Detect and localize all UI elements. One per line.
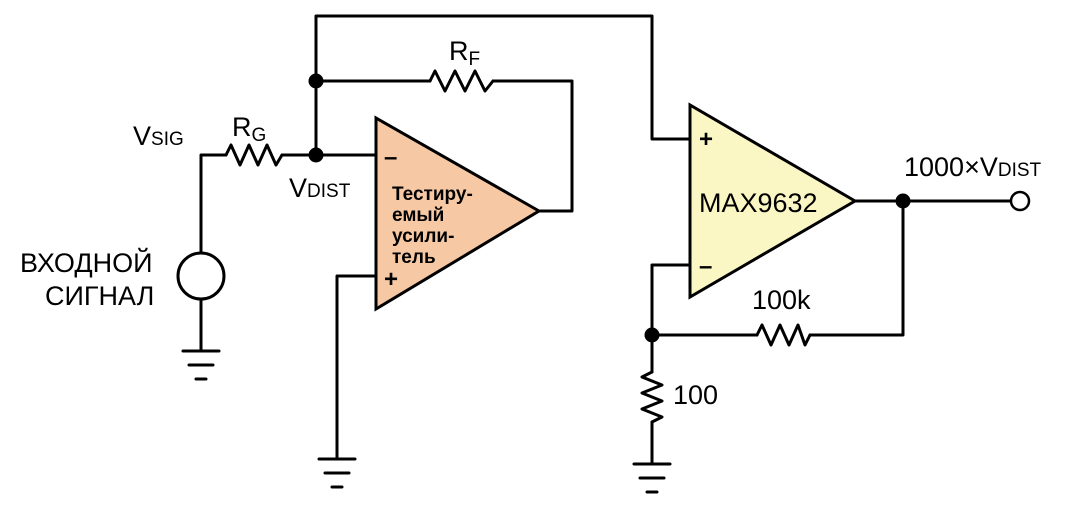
max9632-opamp xyxy=(688,102,858,300)
resistor-rg xyxy=(224,143,284,167)
junction-dot-rf xyxy=(308,73,324,89)
ground-icon-source xyxy=(181,349,221,381)
junction-dot-feedback xyxy=(644,327,660,343)
label-input-line1: ВХОДНОЙ xyxy=(20,247,153,278)
wire-source-top xyxy=(199,153,228,254)
amp-name-label: MAX9632 xyxy=(699,188,818,218)
resistor-rf xyxy=(428,69,495,93)
dut-label-line1: Тестиру- xyxy=(392,184,473,205)
label-vsig: VSIG xyxy=(133,121,184,151)
ground-icon-r100 xyxy=(632,462,672,494)
dut-minus-sign: – xyxy=(384,144,397,171)
wire-top-loop xyxy=(314,14,692,157)
dut-plus-sign: + xyxy=(384,266,398,293)
ground-icon-dut xyxy=(317,457,357,489)
dut-label-line4: тель xyxy=(392,247,436,268)
amp-plus-sign: + xyxy=(699,126,713,153)
wires xyxy=(199,14,1012,466)
wire-feedback-right xyxy=(808,199,905,337)
junction-dot-output xyxy=(895,193,911,209)
wire-plus-to-ground xyxy=(335,274,378,461)
resistor-100k xyxy=(755,323,812,347)
label-100: 100 xyxy=(673,380,718,410)
label-input-line2: СИГНАЛ xyxy=(45,281,154,311)
amp-minus-sign: – xyxy=(699,253,712,280)
dut-label-line2: емый xyxy=(392,205,444,226)
label-vdist: VDIST xyxy=(289,173,351,203)
resistor-100 xyxy=(640,370,664,424)
output-terminal xyxy=(1009,190,1031,212)
label-100k: 100k xyxy=(752,285,811,315)
signal-source-icon xyxy=(176,251,226,301)
dut-label-line3: усили- xyxy=(392,226,454,247)
label-rg: RG xyxy=(232,112,266,146)
junction-dot-vdist xyxy=(308,147,324,163)
wire-amp-minus xyxy=(650,263,692,374)
dut-opamp xyxy=(374,115,542,312)
label-output: 1000×VDIST xyxy=(904,152,1042,182)
wire-rf-right xyxy=(491,79,574,213)
label-rf: RF xyxy=(449,36,480,70)
